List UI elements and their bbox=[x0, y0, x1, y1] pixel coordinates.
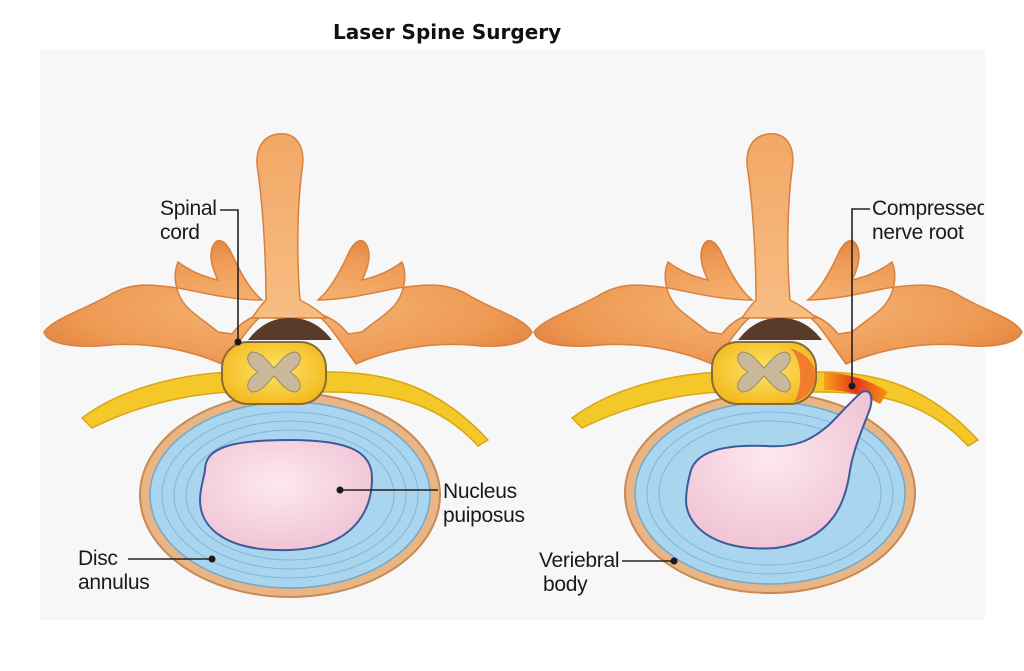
page-title: Laser Spine Surgery bbox=[333, 20, 562, 44]
leader-dot bbox=[670, 557, 678, 565]
label-line: Veriebral bbox=[539, 549, 620, 572]
leader-dot bbox=[208, 555, 216, 563]
label-line: cord bbox=[160, 221, 200, 244]
cord-inflammation bbox=[790, 348, 816, 402]
label-line: Nucleus bbox=[443, 480, 517, 503]
label-disc-annulus: Disc annulus bbox=[78, 547, 150, 595]
compressed-root-highlight bbox=[824, 372, 888, 404]
leader-lines bbox=[128, 208, 870, 562]
annulus-ring bbox=[646, 411, 894, 575]
label-spinal-cord: Spinal cord bbox=[160, 197, 217, 245]
annulus-ring bbox=[658, 420, 882, 566]
nucleus-left bbox=[198, 438, 374, 552]
canal-shadow-right bbox=[738, 318, 822, 340]
healthy-vertebra bbox=[43, 133, 533, 598]
spinous-process-left bbox=[250, 133, 328, 319]
herniated-vertebra bbox=[533, 133, 1023, 594]
leader-dot bbox=[234, 338, 242, 346]
annulus-ring bbox=[161, 411, 419, 579]
nerve-root-left bbox=[80, 371, 490, 447]
vertebral-arch-right bbox=[533, 239, 1023, 365]
label-nucleus: Nucleus puiposus bbox=[443, 480, 525, 528]
leader-dot bbox=[848, 382, 856, 390]
label-line: puiposus bbox=[443, 504, 525, 527]
label-line: body bbox=[543, 573, 588, 596]
leader-compressed bbox=[851, 208, 870, 386]
vertebral-arch-left bbox=[43, 239, 533, 365]
grey-matter-left bbox=[247, 351, 301, 393]
label-line: Compressed bbox=[872, 197, 984, 220]
annulus-ring bbox=[173, 420, 407, 570]
herniated-nucleus bbox=[684, 390, 873, 550]
leader-spinal-cord bbox=[220, 209, 239, 342]
canal-shadow-left bbox=[248, 318, 332, 340]
label-compressed-nerve-root: Compressed nerve root bbox=[872, 197, 984, 245]
label-line: Disc bbox=[78, 547, 118, 570]
grey-matter-right bbox=[737, 351, 791, 393]
annulus-ring bbox=[185, 429, 395, 561]
spinous-process-right bbox=[740, 133, 818, 319]
label-line: Spinal bbox=[160, 197, 217, 220]
label-line: nerve root bbox=[872, 221, 964, 244]
label-vertebral-body: Veriebral body bbox=[539, 549, 619, 597]
label-line: annulus bbox=[78, 571, 150, 594]
leader-dot bbox=[336, 486, 344, 494]
leader-dots bbox=[208, 338, 856, 565]
